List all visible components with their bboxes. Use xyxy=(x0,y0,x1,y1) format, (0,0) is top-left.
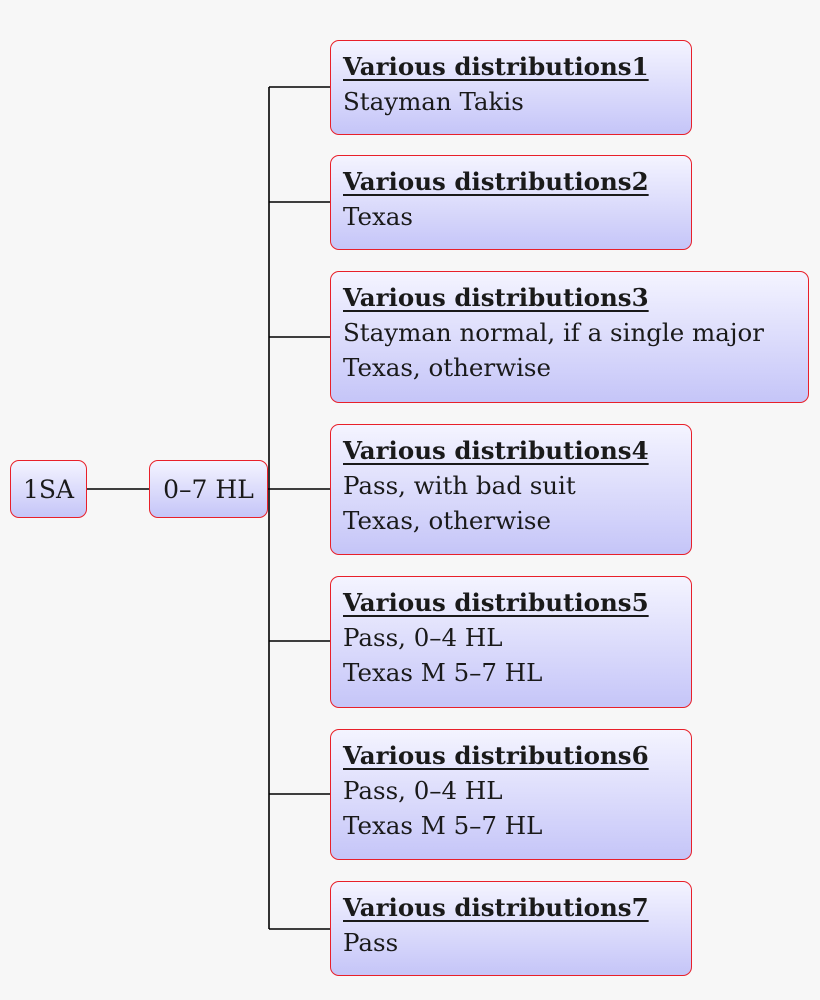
hl-range-node-label: 0–7 HL xyxy=(163,474,254,504)
distribution-node-4: Various distributions4 Pass, with bad su… xyxy=(330,424,692,555)
distribution-title: Various distributions4 xyxy=(343,436,649,465)
distribution-line: Texas, otherwise xyxy=(343,353,551,382)
distribution-title: Various distributions2 xyxy=(343,167,649,196)
hl-range-node: 0–7 HL xyxy=(149,460,268,518)
distribution-title: Various distributions1 xyxy=(343,52,649,81)
distribution-node-5: Various distributions5 Pass, 0–4 HL Texa… xyxy=(330,576,692,708)
distribution-line: Texas M 5–7 HL xyxy=(343,811,543,840)
distribution-node-3: Various distributions3 Stayman normal, i… xyxy=(330,271,809,403)
distribution-title: Various distributions7 xyxy=(343,893,649,922)
distribution-line: Pass, 0–4 HL xyxy=(343,776,503,805)
root-node: 1SA xyxy=(10,460,87,518)
distribution-node-7: Various distributions7 Pass xyxy=(330,881,692,976)
distribution-line: Pass, with bad suit xyxy=(343,471,576,500)
distribution-line: Pass, 0–4 HL xyxy=(343,623,503,652)
distribution-title: Various distributions3 xyxy=(343,283,649,312)
distribution-node-1: Various distributions1 Stayman Takis xyxy=(330,40,692,135)
distribution-title: Various distributions6 xyxy=(343,741,649,770)
distribution-node-6: Various distributions6 Pass, 0–4 HL Texa… xyxy=(330,729,692,860)
distribution-line: Texas M 5–7 HL xyxy=(343,658,543,687)
distribution-line: Stayman normal, if a single major xyxy=(343,318,764,347)
root-node-label: 1SA xyxy=(22,474,75,504)
distribution-title: Various distributions5 xyxy=(343,588,649,617)
distribution-line: Texas, otherwise xyxy=(343,506,551,535)
distribution-line: Stayman Takis xyxy=(343,87,524,116)
distribution-line: Pass xyxy=(343,928,399,957)
distribution-node-2: Various distributions2 Texas xyxy=(330,155,692,250)
distribution-line: Texas xyxy=(343,202,413,231)
